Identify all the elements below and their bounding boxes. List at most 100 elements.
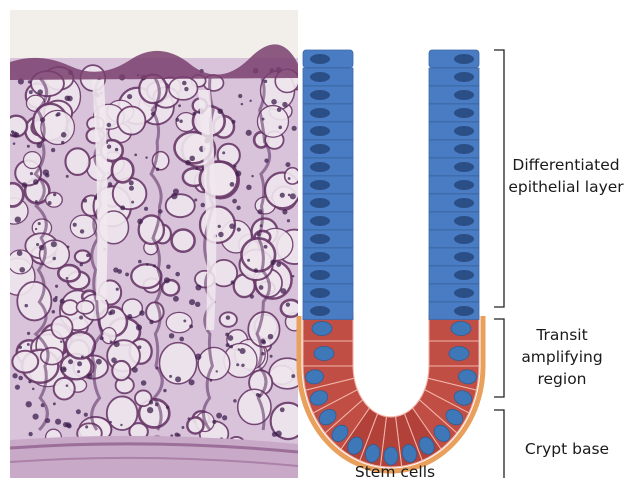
stained-nucleus bbox=[184, 87, 188, 91]
stained-nucleus bbox=[132, 367, 138, 373]
goblet-cell bbox=[65, 148, 89, 175]
goblet-cell bbox=[172, 229, 195, 251]
stained-nucleus bbox=[262, 340, 266, 344]
stained-nucleus bbox=[125, 272, 129, 276]
cell-nucleus bbox=[454, 270, 474, 280]
goblet-cell bbox=[187, 417, 203, 433]
stained-nucleus bbox=[60, 340, 62, 342]
stained-nucleus bbox=[66, 277, 69, 280]
label-crypt-base: Crypt base bbox=[512, 438, 622, 460]
stained-nucleus bbox=[57, 112, 61, 116]
stained-nucleus bbox=[17, 250, 23, 256]
stained-nucleus bbox=[222, 415, 227, 420]
label-transit-line3: region bbox=[512, 368, 612, 390]
stained-nucleus bbox=[28, 80, 31, 83]
muscularis-mucosae bbox=[10, 436, 298, 478]
cell-nucleus bbox=[310, 234, 330, 244]
stained-nucleus bbox=[188, 417, 191, 420]
stained-nucleus bbox=[28, 432, 32, 436]
stained-nucleus bbox=[127, 94, 132, 99]
stained-nucleus bbox=[144, 207, 148, 211]
stained-nucleus bbox=[189, 379, 195, 385]
bracket-crypt-base bbox=[494, 410, 504, 478]
stained-nucleus bbox=[237, 227, 241, 231]
stained-nucleus bbox=[29, 90, 33, 94]
stained-nucleus bbox=[111, 357, 117, 363]
stained-nucleus bbox=[189, 156, 195, 162]
stained-nucleus bbox=[116, 288, 119, 291]
stained-nucleus bbox=[230, 345, 233, 348]
cell-nucleus bbox=[454, 234, 474, 244]
stained-nucleus bbox=[249, 100, 251, 102]
stained-nucleus bbox=[246, 130, 252, 136]
cell-nucleus bbox=[310, 162, 330, 172]
stained-nucleus bbox=[77, 361, 82, 366]
goblet-cell bbox=[54, 378, 75, 400]
stained-nucleus bbox=[96, 359, 102, 365]
stained-nucleus bbox=[47, 201, 51, 205]
stained-nucleus bbox=[107, 144, 111, 148]
stained-nucleus bbox=[251, 175, 253, 177]
stained-nucleus bbox=[138, 260, 142, 264]
crypt-schematic bbox=[299, 50, 483, 471]
stained-nucleus bbox=[240, 348, 246, 354]
stained-nucleus bbox=[33, 179, 39, 185]
stained-nucleus bbox=[185, 160, 191, 166]
stained-nucleus bbox=[26, 401, 32, 407]
stained-nucleus bbox=[149, 320, 153, 324]
goblet-cell bbox=[241, 238, 275, 271]
stained-nucleus bbox=[250, 294, 254, 298]
cell-nucleus bbox=[310, 180, 330, 190]
stained-nucleus bbox=[247, 259, 250, 262]
stained-nucleus bbox=[259, 285, 264, 290]
goblet-cell bbox=[281, 300, 301, 317]
cell-nucleus bbox=[310, 216, 330, 226]
stained-nucleus bbox=[61, 132, 67, 138]
stained-nucleus bbox=[288, 177, 291, 180]
goblet-cell bbox=[112, 361, 130, 380]
stained-nucleus bbox=[175, 118, 179, 122]
stained-nucleus bbox=[280, 193, 285, 198]
cell-nucleus bbox=[454, 198, 474, 208]
stained-nucleus bbox=[234, 165, 237, 168]
cell-nucleus bbox=[454, 180, 474, 190]
stained-nucleus bbox=[120, 424, 122, 426]
stained-nucleus bbox=[66, 384, 69, 387]
stained-nucleus bbox=[153, 264, 156, 267]
stained-nucleus bbox=[201, 203, 205, 207]
stained-nucleus bbox=[37, 89, 43, 95]
stained-nucleus bbox=[129, 186, 134, 191]
stained-nucleus bbox=[115, 148, 118, 151]
stained-nucleus bbox=[231, 280, 235, 284]
stained-nucleus bbox=[38, 222, 41, 225]
stained-nucleus bbox=[139, 310, 145, 316]
stained-nucleus bbox=[18, 376, 23, 381]
cell-nucleus bbox=[310, 288, 330, 298]
stained-nucleus bbox=[127, 314, 132, 319]
cell-nucleus bbox=[310, 90, 330, 100]
stained-nucleus bbox=[76, 409, 81, 414]
stained-nucleus bbox=[222, 151, 225, 154]
stained-nucleus bbox=[27, 145, 30, 148]
stained-nucleus bbox=[276, 262, 281, 267]
stained-nucleus bbox=[174, 432, 178, 436]
stained-nucleus bbox=[60, 299, 65, 304]
stained-nucleus bbox=[178, 104, 181, 107]
stained-nucleus bbox=[217, 108, 222, 113]
stained-nucleus bbox=[30, 172, 33, 175]
stained-nucleus bbox=[55, 419, 61, 425]
stained-nucleus bbox=[134, 154, 137, 157]
stained-nucleus bbox=[270, 355, 273, 358]
stained-nucleus bbox=[278, 126, 282, 130]
stained-nucleus bbox=[292, 275, 294, 277]
bracket-differentiated bbox=[494, 50, 504, 307]
stained-nucleus bbox=[195, 354, 201, 360]
stained-nucleus bbox=[195, 167, 198, 170]
stained-nucleus bbox=[232, 199, 237, 204]
cell-nucleus bbox=[454, 252, 474, 262]
stained-nucleus bbox=[27, 343, 30, 346]
stained-nucleus bbox=[175, 272, 180, 277]
stained-nucleus bbox=[192, 112, 195, 115]
stained-nucleus bbox=[209, 379, 212, 382]
stained-nucleus bbox=[83, 199, 87, 203]
